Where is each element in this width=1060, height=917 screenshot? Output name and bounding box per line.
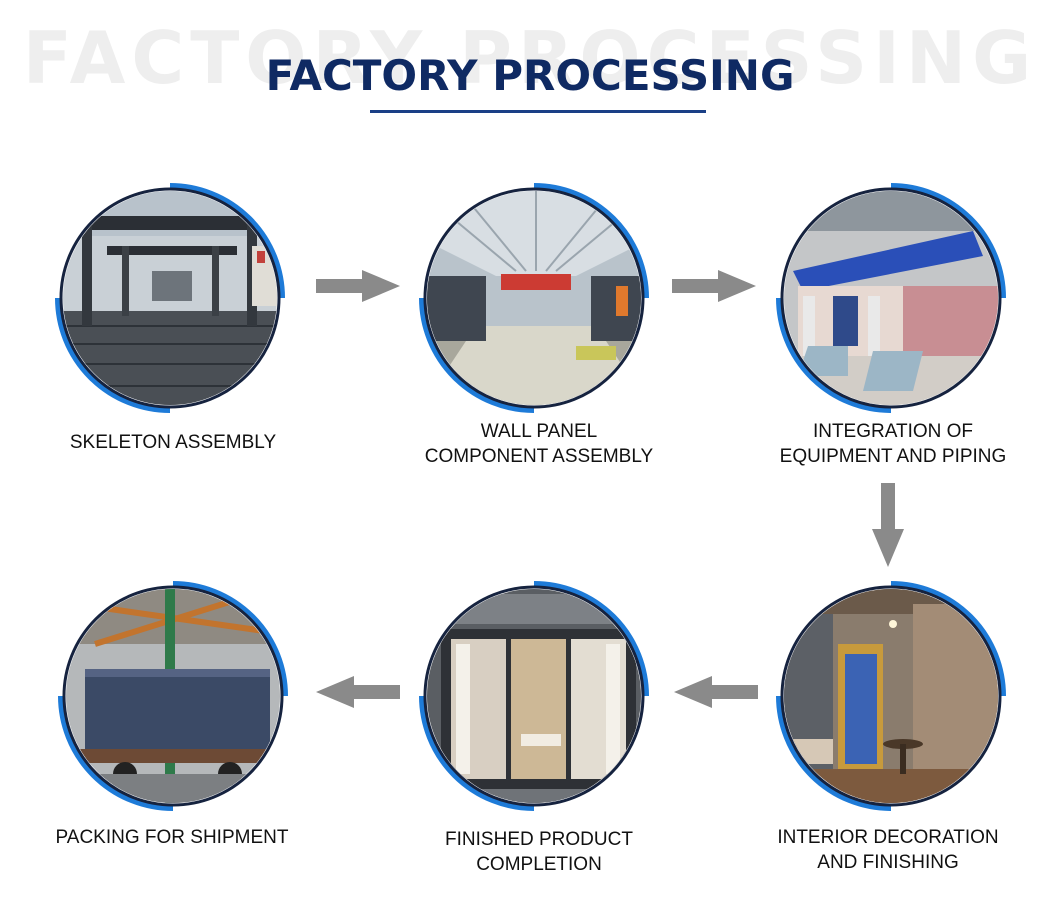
step-4-photo (773, 574, 1013, 814)
arrow-left-icon (674, 676, 758, 708)
blue-ring-arc (169, 183, 285, 299)
step-4-label: INTERIOR DECORATION AND FINISHING (777, 827, 999, 873)
arrow-right-icon (316, 270, 400, 302)
arrow-left-icon (316, 676, 400, 708)
title-underline (370, 110, 706, 113)
step-5-label: FINISHED PRODUCT COMPLETION (445, 829, 633, 875)
step-1-label: SKELETON ASSEMBLY (69, 432, 277, 453)
step-3-label: INTEGRATION OF EQUIPMENT AND PIPING (779, 421, 1007, 467)
step-3-photo (773, 176, 1013, 416)
step-5-photo (416, 574, 656, 814)
arrow-right-icon (672, 270, 756, 302)
page-title: FACTORY PROCESSING (265, 51, 795, 100)
arrow-down-icon (872, 483, 904, 567)
step-2-photo (416, 176, 656, 416)
step-6-label: PACKING FOR SHIPMENT (55, 827, 289, 848)
background-watermark-title: FACTORY PROCESSING (22, 16, 1038, 100)
step-2-label: WALL PANEL COMPONENT ASSEMBLY (424, 421, 654, 467)
step-6-photo (55, 574, 295, 814)
step-1-photo (52, 176, 292, 416)
